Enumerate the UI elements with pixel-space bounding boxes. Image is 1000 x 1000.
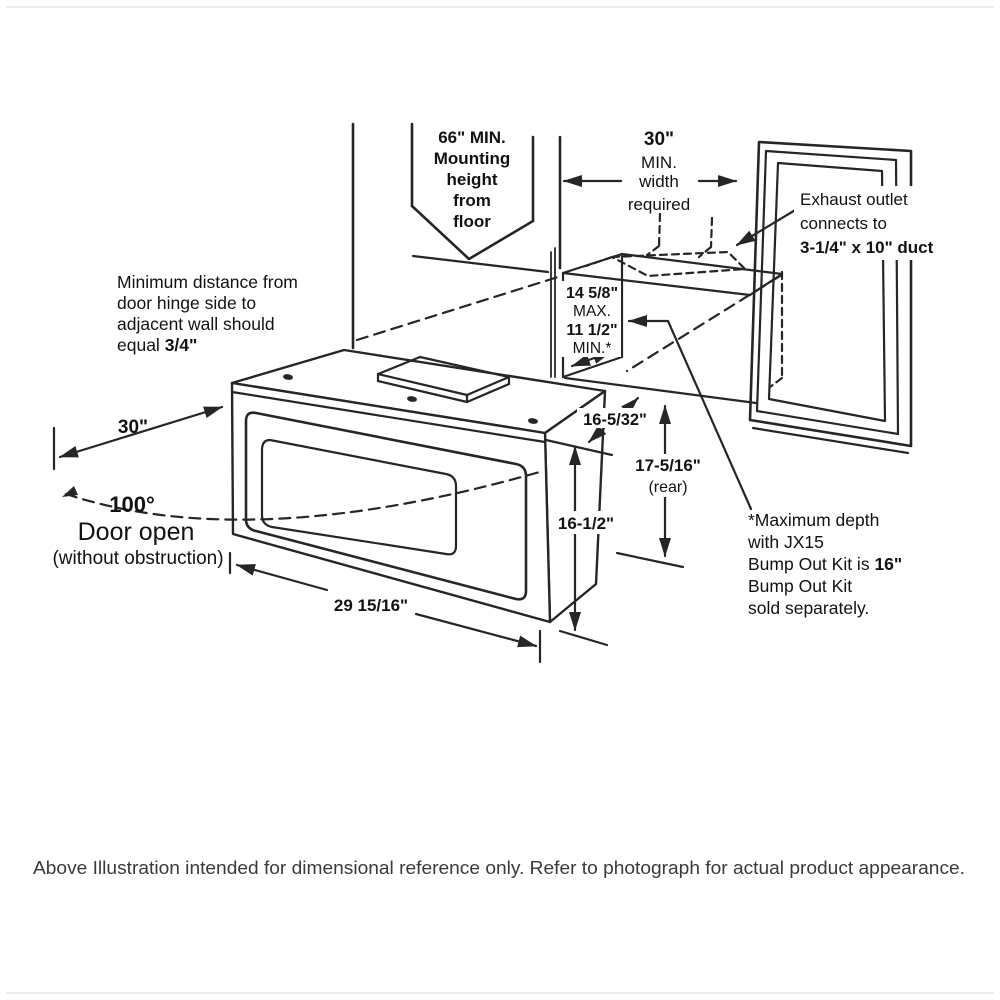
dim-front-height — [558, 445, 609, 647]
depth-note-line1: *Maximum depth — [748, 510, 879, 530]
label-depth-note: *Maximum depth with JX15 Bump Out Kit is… — [747, 510, 902, 618]
mounting-height-word1: Mounting — [434, 149, 510, 168]
door-window — [260, 438, 458, 556]
label-cavity-depth: 14 5/8" MAX. 11 1/2" MIN.* — [561, 281, 621, 357]
left-wall-lines — [351, 122, 414, 350]
microwave-door — [244, 411, 528, 601]
hinge-line4: equal 3/4" — [117, 335, 197, 355]
rear-height-note: (rear) — [648, 479, 687, 496]
exhaust-line2: connects to — [800, 214, 887, 233]
leader-exhaust — [735, 207, 799, 247]
label-mounting-height: 66" MIN. Mounting height from floor — [434, 128, 510, 231]
cabinet-bottom-edge — [411, 135, 562, 378]
mounting-height-word4: floor — [453, 212, 491, 231]
mounting-height-word3: from — [453, 191, 491, 210]
depth-note-line4: Bump Out Kit — [748, 576, 852, 596]
vent-plate — [376, 355, 511, 404]
door-swing-angle: 100° — [109, 492, 155, 517]
label-front-height: 16-1/2" — [551, 511, 621, 534]
width-required-word1: width — [638, 172, 679, 191]
label-door-clearance: 30" — [118, 417, 148, 438]
hinge-line3: adjacent wall should — [117, 314, 275, 334]
width-required-word2: required — [628, 195, 690, 214]
label-hinge-clearance: Minimum distance from door hinge side to… — [117, 272, 298, 355]
microwave-body — [230, 348, 614, 624]
rear-gap-value: 16-5/32" — [583, 411, 647, 429]
width-required-value: 30" — [644, 129, 674, 150]
microwave-front-face — [230, 381, 552, 624]
leader-depth-note — [627, 315, 753, 511]
width-required-min: MIN. — [641, 153, 677, 172]
door-clearance-value: 30" — [118, 417, 148, 438]
door-swing-line1: Door open — [78, 518, 195, 546]
side-panel — [748, 140, 913, 455]
hinge-line2: door hinge side to — [117, 293, 256, 313]
label-exhaust-outlet: Exhaust outlet connects to 3-1/4" x 10" … — [794, 186, 978, 260]
exhaust-duct-outline — [584, 212, 747, 278]
mounting-height-word2: height — [447, 170, 498, 189]
dim-body-width — [228, 551, 542, 664]
mounting-holes — [283, 374, 538, 424]
hinge-line1: Minimum distance from — [117, 272, 298, 292]
cavity-depth-min-label: MIN.* — [573, 340, 612, 357]
exhaust-line3: 3-1/4" x 10" duct — [800, 238, 934, 257]
exhaust-line1: Exhaust outlet — [800, 190, 908, 209]
label-body-width: 29 15/16" — [334, 596, 408, 615]
reference-caption: Above Illustration intended for dimensio… — [33, 857, 965, 878]
label-width-required: 30" MIN. width required — [628, 129, 690, 214]
mounting-height-pointer — [410, 135, 535, 261]
label-door-swing: 100° Door open (without obstruction) — [52, 492, 223, 569]
cavity-depth-max-value: 14 5/8" — [566, 285, 618, 302]
depth-note-line5: sold separately. — [748, 598, 869, 618]
body-width-value: 29 15/16" — [334, 596, 408, 615]
label-rear-height: 17-5/16" (rear) — [628, 454, 709, 497]
door-swing-arc — [62, 469, 545, 521]
depth-note-line3: Bump Out Kit is 16" — [748, 554, 902, 574]
front-height-value: 16-1/2" — [558, 514, 614, 533]
label-rear-gap: 16-5/32" — [577, 408, 654, 429]
cavity-depth-min-value: 11 1/2" — [566, 322, 617, 339]
depth-note-line2: with JX15 — [747, 532, 824, 552]
dim-door-clearance — [52, 405, 224, 471]
rear-height-value: 17-5/16" — [635, 456, 701, 475]
door-swing-line2: (without obstruction) — [52, 548, 223, 569]
cavity-depth-max-label: MAX. — [573, 303, 611, 320]
mounting-height-value: 66" MIN. — [438, 128, 506, 147]
